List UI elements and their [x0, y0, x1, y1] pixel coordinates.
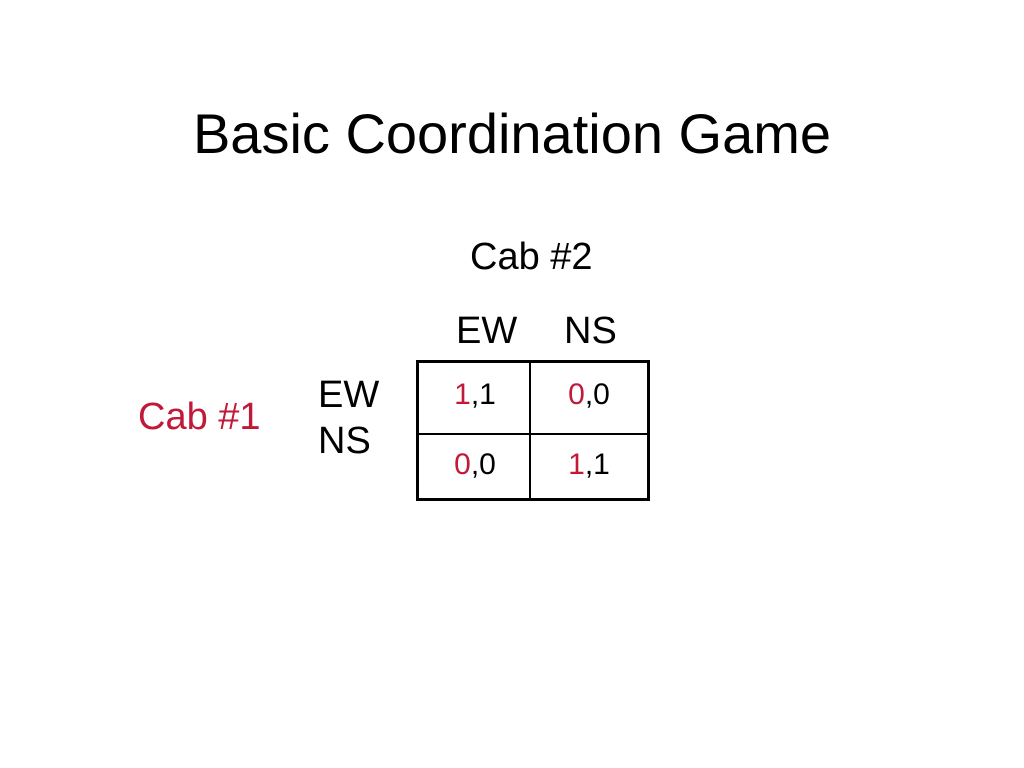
payoff-cell-ew-ns: 0,0	[531, 363, 647, 433]
payoff-separator: ,	[470, 378, 480, 411]
payoff-cell-ew-ew: 1,1	[419, 363, 531, 433]
payoff-player1: 1	[454, 378, 471, 411]
payoff-player2: 0	[479, 448, 496, 481]
player2-label: Cab #2	[470, 236, 593, 278]
slide-title: Basic Coordination Game	[192, 102, 832, 165]
column-header-ew: EW	[456, 310, 518, 352]
payoff-separator: ,	[470, 448, 480, 481]
row-header-ns: NS	[318, 420, 371, 462]
payoff-separator: ,	[584, 378, 594, 411]
payoff-player1: 1	[568, 448, 585, 481]
payoff-player1: 0	[568, 378, 585, 411]
matrix-vertical-divider	[529, 363, 531, 498]
player1-label: Cab #1	[138, 396, 261, 438]
matrix-horizontal-divider	[419, 433, 647, 435]
payoff-player2: 1	[593, 448, 610, 481]
payoff-cell-ns-ns: 1,1	[531, 433, 647, 501]
payoff-matrix: 1,1 0,0 0,0 1,1	[416, 360, 650, 501]
payoff-player1: 0	[454, 448, 471, 481]
payoff-separator: ,	[584, 448, 594, 481]
payoff-player2: 1	[479, 378, 496, 411]
payoff-player2: 0	[593, 378, 610, 411]
payoff-cell-ns-ew: 0,0	[419, 433, 531, 501]
row-header-ew: EW	[318, 374, 380, 416]
row-headers: EW NS	[318, 372, 379, 464]
column-header-ns: NS	[564, 310, 617, 352]
